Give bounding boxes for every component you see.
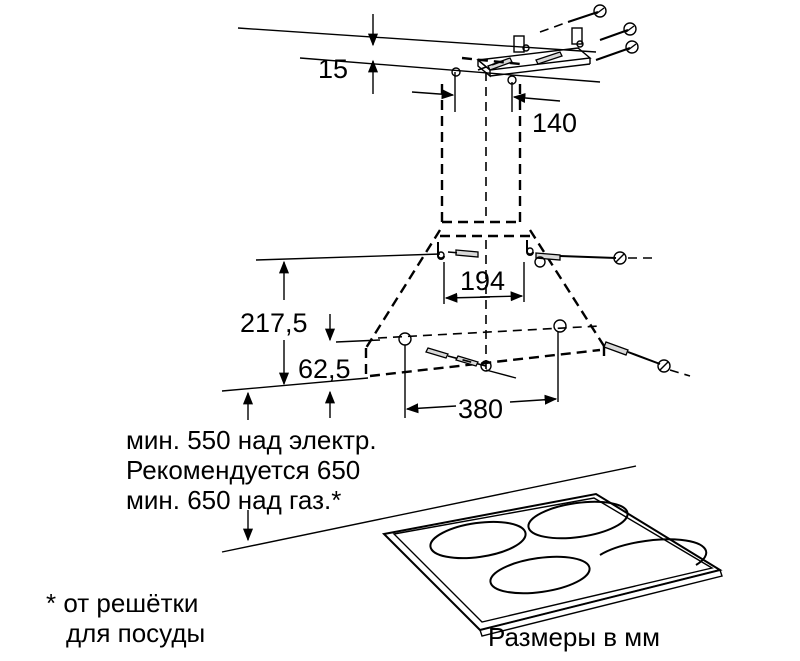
lower-wall-screws <box>425 341 691 379</box>
burner-back-left <box>429 520 527 560</box>
dimension-380-label: 380 <box>458 394 503 424</box>
dimension-15: 15 <box>318 14 379 94</box>
hood-outline <box>364 220 606 380</box>
dimension-194-label: 194 <box>460 266 505 296</box>
upper-wall-screws <box>447 249 652 268</box>
clearance-note-recommended: Рекомендуется 650 <box>126 455 360 485</box>
chimney-outline <box>440 56 522 222</box>
burner-front-left <box>489 555 591 595</box>
lower-mount-holes <box>398 319 567 418</box>
dimension-194: 194 <box>443 262 525 304</box>
footnote-line-1: * от решётки <box>46 588 198 618</box>
dimension-217-5: 217,5 <box>240 260 308 386</box>
burner-back-right <box>527 500 629 540</box>
dimension-140: 140 <box>411 72 577 138</box>
ceiling-screws <box>477 4 639 71</box>
dimension-140-label: 140 <box>532 108 577 138</box>
dimension-15-label: 15 <box>318 54 348 84</box>
dimension-62-5: 62,5 <box>298 314 381 418</box>
ceiling-mount-hole-right <box>507 75 517 85</box>
clearance-note-gas: мин. 650 над газ.* <box>126 485 341 515</box>
dimension-380: 380 <box>405 394 558 424</box>
cooktop <box>381 492 723 637</box>
footnote-line-2: для посуды <box>66 618 205 648</box>
clearance-note-electric: мин. 550 над электр. <box>126 425 377 455</box>
burner-front-right <box>599 538 708 566</box>
dimension-62-5-label: 62,5 <box>298 354 351 384</box>
upper-reference-line <box>255 253 441 261</box>
upper-hooks <box>437 240 534 260</box>
units-label: Размеры в мм <box>488 622 660 652</box>
ceiling-outline <box>237 27 601 83</box>
hood-bottom-reference-line <box>221 377 369 392</box>
ceiling-mount-hole-left <box>451 67 461 77</box>
worktop-line <box>221 465 637 553</box>
dimension-217-5-label: 217,5 <box>240 308 308 338</box>
